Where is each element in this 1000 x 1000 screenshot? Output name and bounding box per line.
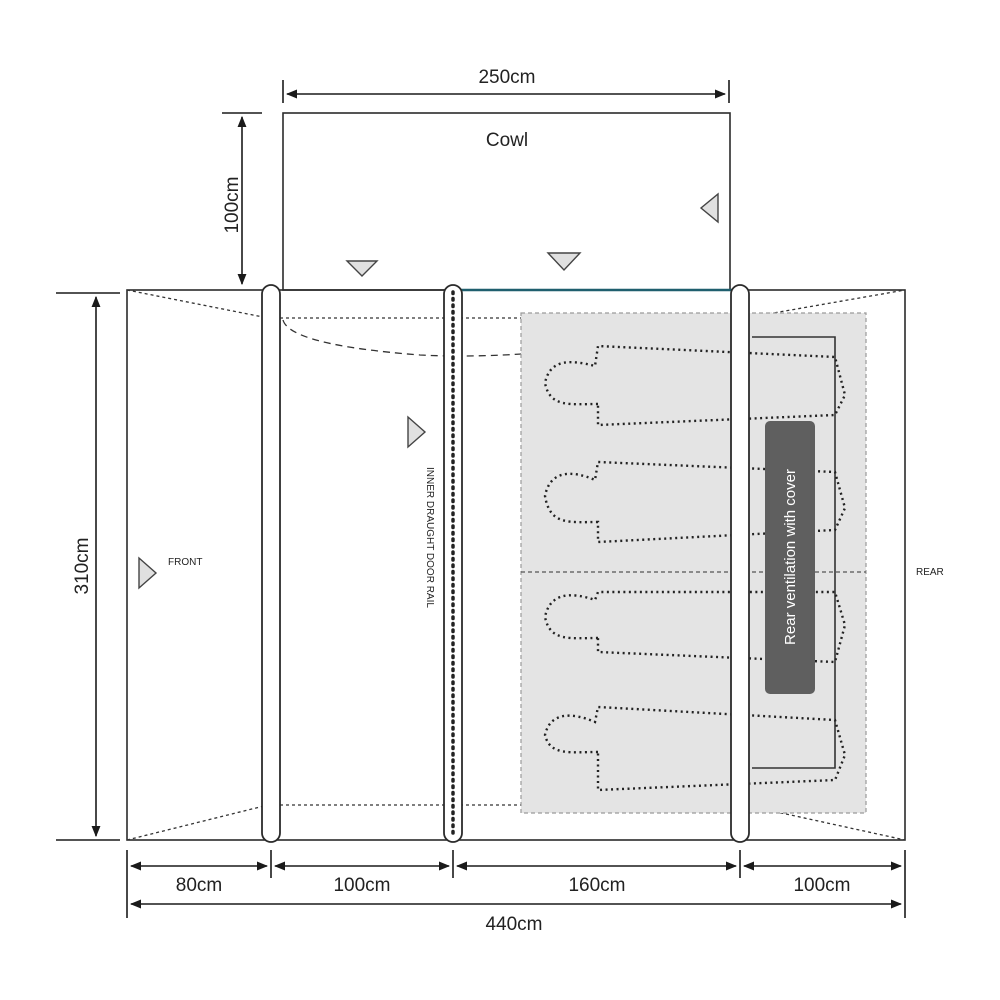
rear-ventilation-label: Rear ventilation with cover bbox=[782, 469, 799, 645]
cowl-width-label: 250cm bbox=[478, 67, 535, 88]
window-marker-cowl-right bbox=[699, 192, 719, 224]
total-length-label: 440cm bbox=[485, 914, 542, 935]
window-marker-cowl-center bbox=[546, 252, 582, 272]
sleeping-figure bbox=[543, 705, 847, 792]
rear-ventilation-panel bbox=[765, 421, 815, 694]
sleeping-figure bbox=[543, 460, 847, 544]
dimension-cowl-depth bbox=[222, 112, 262, 286]
window-marker-front bbox=[138, 556, 158, 590]
seg-front-label: 80cm bbox=[176, 875, 222, 896]
sleeping-figure bbox=[543, 590, 847, 664]
cowl-label: Cowl bbox=[486, 130, 528, 151]
dimension-total-height bbox=[56, 292, 120, 841]
inner-door-rail-label: INNER DRAUGHT DOOR RAIL bbox=[424, 467, 435, 608]
pole-front bbox=[261, 284, 281, 843]
total-height-label: 310cm bbox=[72, 537, 93, 594]
seg-rear-label: 100cm bbox=[793, 875, 850, 896]
cowl-depth-label: 100cm bbox=[222, 176, 243, 233]
pole-rear bbox=[730, 284, 750, 843]
front-label: FRONT bbox=[168, 557, 202, 568]
rear-inner-frame bbox=[752, 336, 836, 769]
seg-second-label: 100cm bbox=[333, 875, 390, 896]
dimension-cowl-width bbox=[282, 80, 730, 103]
sleeping-figure bbox=[543, 344, 847, 427]
window-marker-cowl-left bbox=[345, 260, 379, 277]
seg-bedroom-label: 160cm bbox=[568, 875, 625, 896]
rear-label: REAR bbox=[916, 567, 944, 578]
dimension-segments bbox=[126, 850, 906, 918]
window-marker-door bbox=[407, 415, 427, 449]
